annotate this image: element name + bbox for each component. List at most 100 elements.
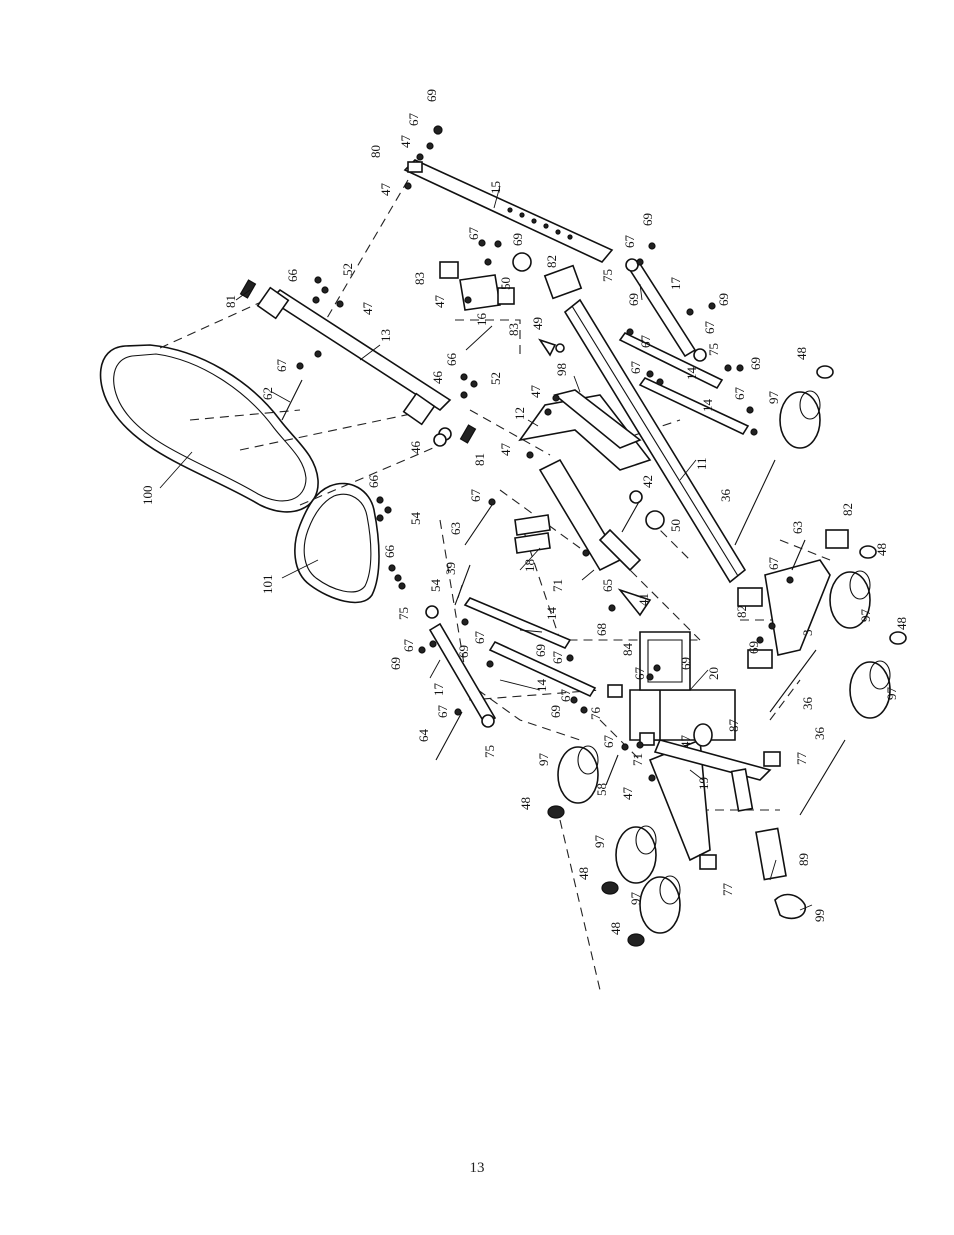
label-76: 76 bbox=[588, 707, 603, 721]
label-83: 83 bbox=[506, 323, 521, 336]
label-14: 14 bbox=[544, 607, 559, 621]
label-69: 69 bbox=[456, 645, 471, 658]
label-3: 3 bbox=[800, 630, 815, 637]
leader-lines bbox=[159, 185, 813, 911]
label-69: 69 bbox=[388, 657, 403, 670]
label-67: 67 bbox=[702, 321, 717, 335]
label-67: 67 bbox=[406, 113, 421, 127]
label-69: 69 bbox=[510, 233, 525, 246]
label-69: 69 bbox=[533, 644, 548, 657]
rollers bbox=[557, 390, 891, 934]
main-tube-11 bbox=[563, 298, 747, 584]
label-14: 14 bbox=[684, 367, 699, 381]
label-50: 50 bbox=[668, 519, 683, 532]
roller-97-4 bbox=[557, 745, 599, 804]
plates-18 bbox=[514, 514, 551, 554]
label-46: 46 bbox=[408, 441, 423, 455]
label-47: 47 bbox=[678, 735, 693, 749]
base-3 bbox=[764, 559, 831, 656]
label-67: 67 bbox=[274, 359, 289, 373]
label-47: 47 bbox=[378, 183, 393, 197]
label-82: 82 bbox=[840, 503, 855, 516]
label-54: 54 bbox=[428, 579, 443, 593]
label-80: 80 bbox=[368, 145, 383, 158]
label-16: 16 bbox=[474, 313, 489, 327]
label-58: 58 bbox=[594, 783, 609, 796]
label-84: 84 bbox=[620, 643, 635, 657]
label-20: 20 bbox=[706, 667, 721, 680]
label-47: 47 bbox=[398, 135, 413, 149]
seat-pad-small bbox=[294, 482, 380, 604]
label-69: 69 bbox=[746, 641, 761, 654]
label-67: 67 bbox=[468, 489, 483, 503]
label-67: 67 bbox=[472, 631, 487, 645]
label-66: 66 bbox=[285, 269, 300, 283]
label-97: 97 bbox=[536, 753, 551, 767]
fasteners bbox=[296, 125, 794, 782]
label-17: 17 bbox=[431, 683, 446, 697]
label-67: 67 bbox=[466, 227, 481, 241]
label-100: 100 bbox=[140, 486, 155, 506]
label-67: 67 bbox=[622, 235, 637, 249]
label-67: 67 bbox=[435, 705, 450, 719]
label-69: 69 bbox=[548, 705, 563, 718]
label-67: 67 bbox=[601, 735, 616, 749]
roller-97-2 bbox=[829, 570, 871, 629]
label-47: 47 bbox=[360, 302, 375, 316]
label-75: 75 bbox=[706, 343, 721, 356]
label-62: 62 bbox=[260, 387, 275, 400]
label-17: 17 bbox=[668, 277, 683, 291]
link-bar-14-b bbox=[488, 640, 597, 698]
label-67: 67 bbox=[632, 667, 647, 681]
label-19: 19 bbox=[696, 777, 711, 790]
label-97: 97 bbox=[884, 687, 899, 701]
label-69: 69 bbox=[424, 89, 439, 102]
label-47: 47 bbox=[498, 443, 513, 457]
label-66: 66 bbox=[444, 353, 459, 367]
link-bar-14-c bbox=[618, 331, 724, 390]
label-82: 82 bbox=[734, 605, 749, 618]
label-69: 69 bbox=[678, 657, 693, 670]
roller-97-3 bbox=[849, 660, 891, 719]
label-50: 50 bbox=[498, 277, 513, 290]
label-69: 69 bbox=[626, 293, 641, 306]
upright-20 bbox=[629, 689, 736, 741]
upright-19 bbox=[648, 738, 772, 862]
bracket-16 bbox=[459, 274, 501, 311]
label-46: 46 bbox=[430, 371, 445, 385]
label-41: 41 bbox=[636, 593, 651, 606]
label-97: 97 bbox=[766, 391, 781, 405]
label-36: 36 bbox=[812, 727, 827, 741]
link-bar-14-d bbox=[638, 376, 750, 436]
end-caps bbox=[547, 365, 907, 947]
label-82: 82 bbox=[544, 255, 559, 268]
label-81: 81 bbox=[472, 453, 487, 466]
label-63: 63 bbox=[448, 522, 463, 535]
cross-frame-98 bbox=[553, 389, 642, 449]
page-number: 13 bbox=[469, 1160, 485, 1176]
part-labels: 100 101 81 66 52 47 67 62 13 46 66 52 81… bbox=[140, 89, 909, 935]
label-36: 36 bbox=[800, 697, 815, 711]
label-97: 97 bbox=[858, 609, 873, 623]
roller-97-1 bbox=[779, 390, 821, 449]
label-48: 48 bbox=[894, 617, 909, 630]
seat-pad-large bbox=[99, 344, 319, 513]
label-67: 67 bbox=[628, 361, 643, 375]
label-75: 75 bbox=[600, 269, 615, 282]
label-67: 67 bbox=[766, 557, 781, 571]
label-67: 67 bbox=[550, 651, 565, 665]
label-71: 71 bbox=[550, 579, 565, 592]
arm-17-left bbox=[428, 622, 497, 726]
label-66: 66 bbox=[366, 475, 381, 489]
label-49: 49 bbox=[530, 317, 545, 330]
label-68: 68 bbox=[594, 623, 609, 636]
label-47: 47 bbox=[432, 295, 447, 309]
label-69: 69 bbox=[748, 357, 763, 370]
label-69: 69 bbox=[640, 213, 655, 226]
label-48: 48 bbox=[794, 347, 809, 360]
label-11: 11 bbox=[694, 457, 709, 470]
label-15: 15 bbox=[488, 181, 503, 194]
label-97: 97 bbox=[628, 892, 643, 906]
label-64: 64 bbox=[416, 729, 431, 743]
